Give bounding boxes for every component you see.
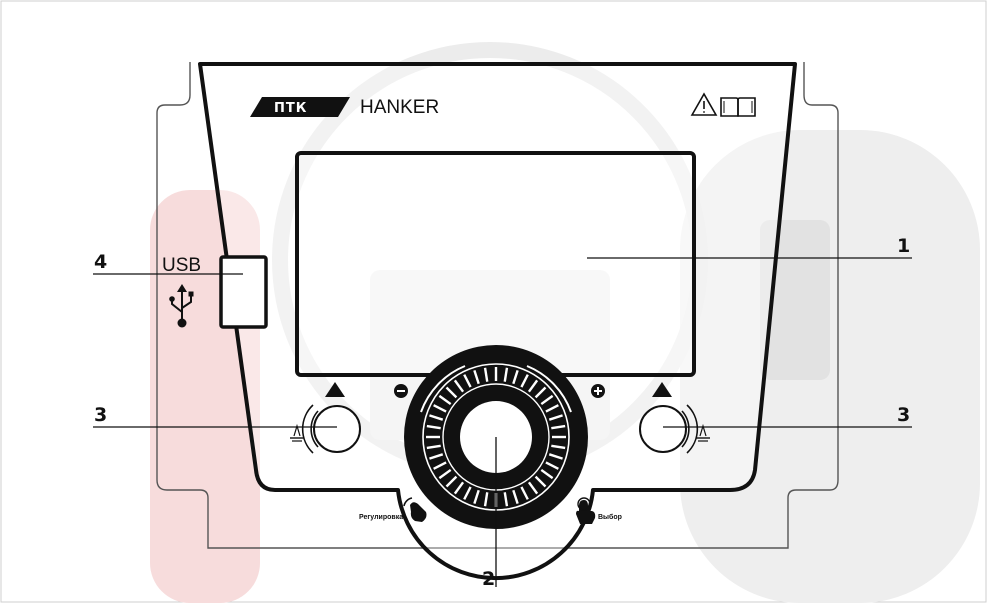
usb-icon bbox=[169, 284, 194, 328]
encoder-tick bbox=[534, 475, 547, 488]
encoder-tick bbox=[512, 489, 519, 504]
encoder-tick bbox=[520, 486, 529, 500]
usb-port bbox=[219, 255, 268, 329]
right-button-knob bbox=[639, 405, 687, 453]
logo-badge bbox=[250, 97, 350, 117]
model-name: HANKER bbox=[360, 97, 439, 118]
encoder-arc-left bbox=[420, 365, 466, 413]
torch-icon bbox=[696, 423, 710, 442]
encoder-tick bbox=[540, 468, 554, 480]
right-button bbox=[639, 382, 710, 454]
encoder-arc-right bbox=[526, 365, 572, 413]
encoder-tick bbox=[548, 453, 563, 460]
encoder-tick bbox=[473, 489, 480, 504]
plus-icon bbox=[591, 384, 605, 398]
encoder-tick bbox=[483, 492, 489, 507]
mounting-outline bbox=[156, 62, 839, 549]
encoder-tick bbox=[463, 374, 472, 388]
encoder-tick bbox=[551, 444, 566, 450]
callout-3-left: 3 bbox=[94, 404, 107, 426]
callout-4: 4 bbox=[94, 251, 107, 273]
encoder-tick bbox=[548, 414, 563, 421]
callout-2: 2 bbox=[482, 568, 495, 590]
usb-label: USB bbox=[162, 255, 201, 276]
select-label: Выбор bbox=[598, 513, 622, 521]
encoder-tick bbox=[551, 424, 566, 430]
encoder-tick bbox=[545, 404, 559, 413]
left-button-knob bbox=[313, 405, 361, 453]
right-up-arrow-icon bbox=[652, 382, 672, 397]
hand-rotate-icon bbox=[403, 497, 427, 522]
encoder-tick bbox=[520, 374, 529, 388]
encoder-tick bbox=[483, 367, 489, 382]
encoder-tick bbox=[438, 394, 452, 406]
encoder-tick bbox=[433, 461, 447, 470]
left-button bbox=[290, 382, 361, 454]
encoder-tick bbox=[445, 475, 458, 488]
encoder-tick bbox=[527, 379, 539, 393]
encoder-tick bbox=[512, 370, 519, 385]
encoder-tick bbox=[453, 379, 465, 393]
torch-icon bbox=[290, 423, 304, 442]
minus-icon bbox=[394, 384, 408, 398]
callout-lines bbox=[93, 257, 912, 587]
encoder-tick bbox=[503, 492, 509, 507]
encoder-tick bbox=[429, 453, 444, 460]
warning-triangle-icon bbox=[690, 92, 718, 116]
callout-1: 1 bbox=[897, 235, 910, 257]
ptk-logo: ПТК bbox=[250, 97, 350, 117]
encoder-tick bbox=[534, 386, 547, 399]
encoder-tick bbox=[473, 370, 480, 385]
hand-press-icon bbox=[576, 497, 596, 524]
encoder-tick bbox=[527, 481, 539, 495]
callout-3-right: 3 bbox=[897, 404, 910, 426]
encoder-tick bbox=[453, 481, 465, 495]
encoder-tick bbox=[438, 468, 452, 480]
left-up-arrow-icon bbox=[325, 382, 345, 397]
logo-text: ПТК bbox=[274, 101, 307, 116]
adjust-label: Регулировка bbox=[359, 514, 403, 521]
encoder-tick bbox=[433, 404, 447, 413]
encoder-tick bbox=[445, 386, 458, 399]
open-book-icon bbox=[720, 97, 756, 117]
encoder-tick bbox=[545, 461, 559, 470]
encoder-tick bbox=[426, 424, 441, 430]
encoder-tick bbox=[426, 444, 441, 450]
encoder-tick bbox=[429, 414, 444, 421]
display-screen bbox=[295, 151, 696, 377]
encoder-tick bbox=[463, 486, 472, 500]
encoder-tick bbox=[503, 367, 509, 382]
encoder-tick bbox=[540, 394, 554, 406]
